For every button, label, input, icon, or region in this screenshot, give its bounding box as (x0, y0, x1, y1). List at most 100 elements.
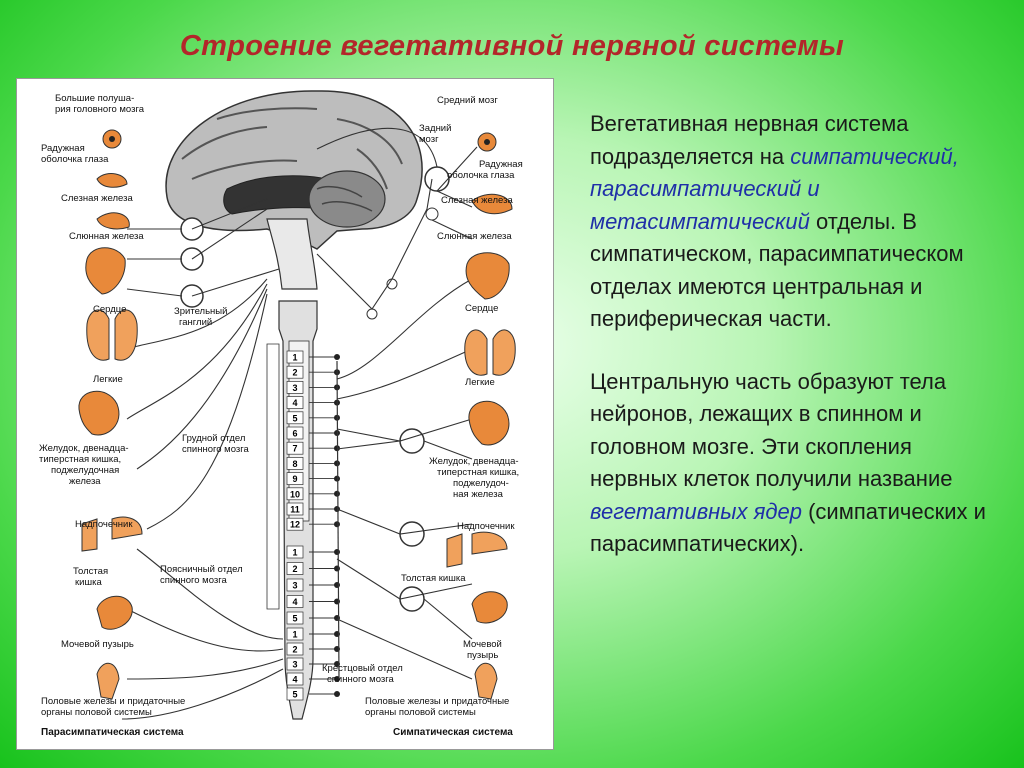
label-lumbar-1: Поясничный отдел (160, 564, 243, 575)
label-iris-right-2: оболочка глаза (447, 170, 515, 181)
label-colon-right: Толстая кишка (401, 573, 466, 584)
thoracic-ganglion-dot (334, 475, 340, 482)
thoracic-segment-box (286, 350, 304, 364)
label-salivary-right: Слюнная железа (437, 231, 512, 242)
lumbar-segment-box (286, 562, 304, 575)
caption-parasympathetic: Парасимпатическая система (41, 727, 184, 738)
label-lumbar-2: спинного мозга (160, 575, 227, 586)
label-lacrimal-right: Слезная железа (441, 195, 513, 206)
sacral-segment-box (286, 687, 304, 701)
thoracic-ganglion-dot (334, 460, 340, 467)
brain (165, 90, 423, 290)
lumbar-segment-box (286, 611, 304, 625)
thoracic-segment-number: 8 (292, 459, 297, 469)
label-sacral-1: Крестцовый отдел (322, 663, 403, 674)
thoracic-segment-box (286, 396, 304, 409)
label-gonads-left-2: органы половой системы (41, 707, 152, 718)
thoracic-segment-number: 10 (290, 489, 300, 499)
thoracic-segment-box (286, 381, 304, 394)
sacral-segment-box (286, 657, 304, 671)
label-adrenal-right: Надпочечник (457, 521, 515, 532)
thoracic-segment-box (286, 411, 304, 425)
label-lacrimal-left: Слезная железа (61, 193, 133, 204)
label-bladder-left: Мочевой пузырь (61, 639, 134, 650)
label-thoracic-2: спинного мозга (182, 444, 249, 455)
label-stomach-left-4: железа (69, 476, 101, 487)
p1-highlight: симпатический, парасимпатический и метас… (590, 143, 959, 234)
thoracic-segment-box (286, 365, 304, 379)
paragraph-1: Вегетативная нервная система подразделяе… (590, 108, 1000, 336)
lumbar-ganglion-dot (334, 565, 340, 572)
thoracic-segment-number: 12 (290, 520, 300, 530)
sacral-segment-number: 2 (292, 645, 297, 655)
sacral-segment-box (286, 627, 304, 641)
thoracic-segment-number: 11 (290, 505, 300, 515)
right-organs (446, 132, 516, 700)
lumbar-segment-number: 4 (292, 597, 297, 607)
lumbar-segment-number: 5 (292, 614, 297, 624)
lumbar-segment-box (286, 595, 304, 608)
label-stomach-left-2: типерстная кишка, (39, 454, 121, 465)
thoracic-segment-number: 4 (292, 398, 297, 408)
sympathetic-chain (336, 166, 450, 680)
thoracic-segment-number: 7 (292, 444, 297, 454)
thoracic-segment-number: 6 (292, 429, 297, 439)
label-hindbrain-2: мозг (419, 134, 439, 145)
thoracic-segment-number: 5 (292, 413, 297, 423)
lumbar-segment-box (286, 578, 304, 592)
thoracic-ganglion-dot (334, 490, 340, 497)
label-colon-left-1: Толстая (73, 566, 108, 577)
sacral-segment-number: 3 (292, 660, 297, 670)
label-stomach-right-3: поджелудоч- (453, 478, 509, 489)
label-adrenal-left: Надпочечник (75, 519, 133, 530)
thoracic-segment-box (286, 457, 304, 470)
thoracic-segment-number: 3 (292, 383, 297, 393)
label-stomach-left-3: поджелудочная (51, 465, 119, 476)
label-iris-right-1: Радужная (479, 159, 523, 170)
label-bladder-right-1: Мочевой (463, 639, 502, 650)
description-text: Вегетативная нервная система подразделяе… (590, 108, 1000, 561)
label-heart-left: Сердце (93, 304, 126, 315)
label-thoracic-1: Грудной отдел (182, 433, 245, 444)
thoracic-ganglion-dot (334, 521, 340, 528)
sacral-ganglion-dot (334, 691, 340, 697)
sacral-segment-box (286, 672, 304, 686)
label-sacral-2: спинного мозга (327, 674, 394, 685)
label-hemispheres-2: рия головного мозга (55, 104, 145, 115)
label-hemispheres-1: Большие полуша- (55, 93, 134, 104)
thoracic-segment-box (286, 502, 304, 516)
label-iris-left-2: оболочка глаза (41, 154, 109, 165)
label-lungs-left: Легкие (93, 374, 123, 385)
label-stomach-right-4: ная железа (453, 489, 504, 500)
label-hindbrain-1: Задний (419, 123, 451, 134)
p2-text-a: Центральную часть образуют тела нейронов… (590, 368, 953, 492)
label-bladder-right-2: пузырь (467, 650, 498, 661)
nerve-fibers (121, 127, 478, 720)
label-gonads-right-1: Половые железы и придаточные (365, 696, 509, 707)
label-heart-right: Сердце (465, 303, 498, 314)
sacral-segment-number: 4 (292, 675, 297, 685)
label-optic-ganglion-2: ганглий (179, 317, 212, 328)
lumbar-segment-number: 2 (292, 564, 297, 574)
lumbar-ganglion-dot (334, 582, 340, 588)
sacral-segment-box (286, 642, 304, 656)
label-stomach-left-1: Желудок, двенадца- (39, 443, 129, 454)
label-lungs-right: Легкие (465, 377, 495, 388)
thoracic-segment-box (286, 426, 304, 440)
label-colon-left-2: кишка (75, 577, 102, 588)
label-stomach-right-1: Желудок, двенадца- (429, 456, 519, 467)
lumbar-segment-box (286, 545, 304, 559)
thoracic-segment-box (286, 517, 304, 531)
thoracic-ganglion-dot (334, 354, 340, 360)
label-gonads-left-1: Половые железы и придаточные (41, 696, 185, 707)
caption-sympathetic: Симпатическая система (393, 727, 513, 738)
lumbar-segment-number: 1 (292, 548, 297, 558)
label-stomach-right-2: типерстная кишка, (437, 467, 519, 478)
thoracic-segment-box (286, 472, 304, 485)
thoracic-segment-number: 9 (292, 474, 297, 484)
slide-title: Строение вегетативной нервной системы (179, 30, 845, 62)
sacral-segment-number: 5 (292, 690, 297, 700)
